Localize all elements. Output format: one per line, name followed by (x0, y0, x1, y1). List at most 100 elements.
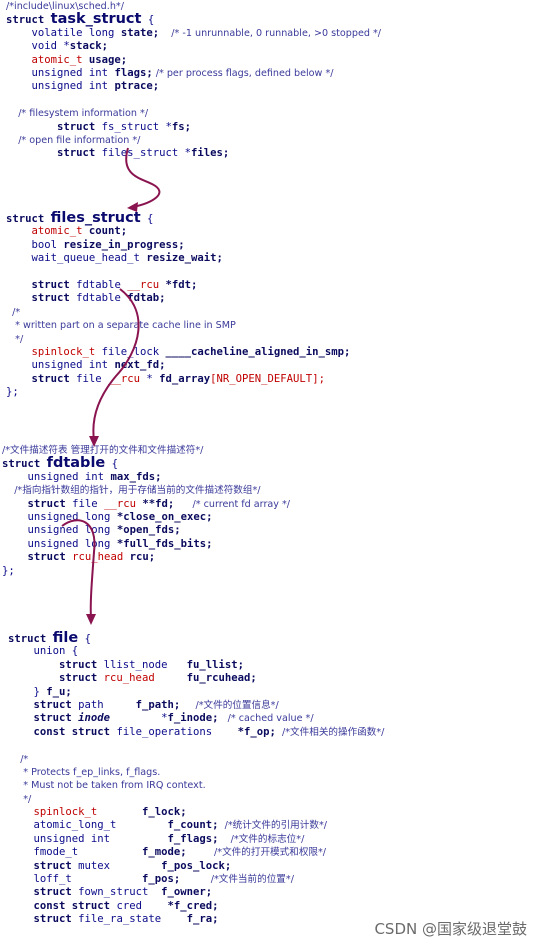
code-line: unsigned long *close_on_exec; (2, 511, 290, 524)
code-token: { (141, 14, 155, 27)
code-token: *open_fds; (116, 524, 181, 537)
code-token: f_inode; (167, 712, 219, 725)
code-token: mutex (78, 859, 162, 872)
code-token: f_owner; (161, 886, 213, 899)
code-token: struct (2, 551, 73, 564)
files-struct-code-block: struct files_struct { atomic_t count; bo… (6, 211, 351, 399)
code-token: atomic_t (6, 225, 89, 238)
code-line: struct fdtable { (2, 455, 290, 472)
code-token: f_path; (135, 698, 181, 711)
code-line: * Protects f_ep_links, f_flags. (8, 766, 384, 779)
code-line: */ (6, 333, 350, 346)
code-token: /*指向指针数组的指针，用于存储当前的文件描述符数组*/ (2, 485, 261, 497)
code-token: * (110, 712, 168, 725)
code-token: stack; (69, 40, 109, 53)
code-token: struct (8, 658, 104, 671)
code-line: struct fown_struct f_owner; (8, 886, 384, 899)
code-token: f_pos_lock; (161, 859, 232, 872)
code-token: fu_rcuhead; (186, 672, 257, 685)
code-token: fd_array (159, 372, 211, 385)
code-token: f_u; (46, 685, 72, 698)
code-token: __rcu (127, 278, 166, 291)
code-line: struct fdtable fdtab; (6, 292, 350, 305)
code-token: file_lock (101, 345, 166, 358)
code-token: file (72, 497, 105, 510)
code-line: void *stack; (6, 40, 381, 53)
code-line: bool resize_in_progress; (6, 239, 350, 252)
code-token: llist_node (103, 658, 187, 671)
code-token: fown_struct (78, 886, 162, 899)
code-token: void * (6, 40, 70, 53)
code-token: fdtab; (127, 292, 166, 305)
code-token: { (105, 458, 119, 471)
arrow-task-to-files (125, 147, 161, 208)
code-token: /* -1 unrunnable, 0 runnable, >0 stopped… (159, 27, 382, 39)
code-line: unsigned int f_flags; /*文件的标志位*/ (8, 833, 384, 846)
code-line: * Must not be taken from IRQ context. (8, 779, 384, 792)
code-token: /*文件描述符表 管理打开的文件和文件描述符*/ (2, 445, 204, 456)
code-token: flags; (114, 66, 153, 79)
code-token: f_count; (167, 819, 219, 832)
code-token: fs_struct * (101, 120, 172, 133)
code-line: fmode_t f_mode; /*文件的打开模式和权限*/ (8, 846, 384, 859)
code-token: }; (6, 386, 19, 399)
code-line: struct file_ra_state f_ra; (8, 913, 384, 926)
code-token: rcu; (129, 551, 156, 564)
code-line: /* open file information */ (6, 134, 381, 147)
code-token: struct (6, 120, 102, 133)
code-token: * Protects f_ep_links, f_flags. (8, 766, 161, 778)
code-line: /*文件描述符表 管理打开的文件和文件描述符*/ (2, 444, 290, 457)
code-line: spinlock_t f_lock; (8, 806, 384, 819)
code-line: struct file __rcu **fd; /* current fd ar… (2, 497, 291, 511)
code-line: struct files_struct { (6, 211, 350, 226)
code-token: *full_fds_bits; (116, 537, 213, 550)
code-token: files_struct * (101, 147, 191, 160)
arrow-files-to-fdtable (92, 288, 140, 441)
code-token: { (140, 213, 154, 225)
code-line: } f_u; (8, 686, 384, 699)
code-line: unsigned int ptrace; (6, 80, 381, 93)
code-token: [NR_OPEN_DEFAULT]; (210, 372, 325, 385)
code-line: struct rcu_head rcu; (2, 551, 290, 564)
code-token: /*文件的打开模式和权限*/ (186, 847, 327, 859)
code-token: fmode_t (8, 846, 142, 859)
code-token: volatile long (6, 26, 121, 39)
code-token: * (146, 372, 160, 385)
code-token: /* open file information */ (6, 134, 141, 146)
code-token: ____cacheline_aligned_in_smp; (165, 345, 351, 358)
code-token: usage; (88, 53, 128, 66)
code-token: * Must not be taken from IRQ context. (8, 780, 206, 792)
code-token: file_operations (116, 725, 238, 738)
code-token: struct (6, 213, 51, 225)
code-line: }; (2, 565, 290, 578)
code-token: fu_llist; (186, 658, 244, 671)
code-line: loff_t f_pos; /*文件当前的位置*/ (8, 873, 384, 886)
code-token: struct (8, 712, 79, 725)
code-token: resize_wait; (146, 252, 223, 265)
code-line: atomic_t usage; (6, 54, 381, 67)
code-token: fdtable (46, 455, 106, 472)
code-token: resize_in_progress; (63, 238, 185, 251)
code-token: struct (6, 372, 77, 385)
code-token: wait_queue_head_t (6, 252, 147, 265)
code-token: bool (6, 238, 64, 251)
code-line: }; (6, 386, 350, 399)
code-line: struct rcu_head fu_rcuhead; (8, 672, 384, 685)
code-line: * written part on a separate cache line … (6, 319, 350, 332)
code-token: struct (6, 147, 102, 160)
code-line: struct mutex f_pos_lock; (8, 860, 384, 873)
code-token: struct (6, 292, 77, 305)
code-line: const struct cred *f_cred; (8, 900, 384, 913)
code-token: struct (8, 886, 79, 899)
code-token: /*文件当前的位置*/ (180, 874, 294, 886)
code-token: struct (8, 672, 104, 685)
code-line: struct fs_struct *fs; (6, 121, 381, 134)
code-token: /* (6, 306, 21, 318)
code-token: spinlock_t (6, 345, 102, 358)
code-token: /* per process flags, defined below */ (152, 67, 334, 79)
code-line: struct path f_path; /*文件的位置信息*/ (8, 699, 384, 712)
code-token: inode (78, 712, 111, 725)
code-line: /* filesystem information */ (6, 107, 381, 120)
code-token: atomic_long_t (8, 819, 168, 832)
code-token: f_pos; (141, 873, 181, 886)
